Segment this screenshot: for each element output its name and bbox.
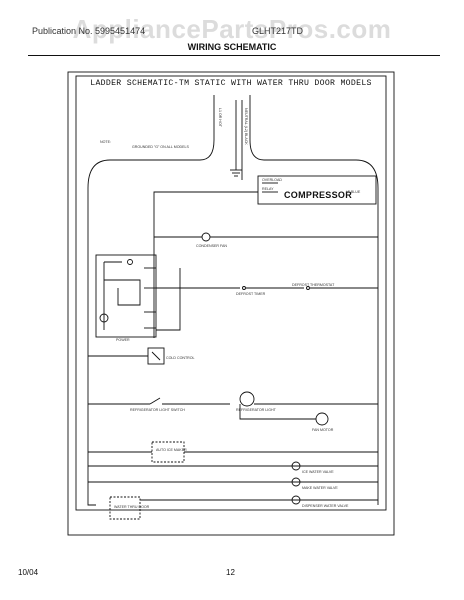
defrost-timer-label: DEFROST TIMER	[236, 292, 266, 296]
condenser-fan	[201, 232, 211, 242]
compressor-box	[257, 175, 377, 205]
supply-label-neutral: NEUTRAL (L2) BLACK	[244, 108, 248, 145]
water-thru-door-label: WATER THRU DOOR	[114, 505, 150, 509]
schematic-frame	[67, 71, 395, 536]
fan-motor	[315, 412, 329, 426]
defrost-thermostat-label: DEFROST THERMOSTAT	[292, 283, 335, 287]
note-text: GROUNDED "G" ON ALL MODELS	[132, 145, 189, 149]
timer-block	[95, 254, 157, 338]
relay-label: RELAY	[262, 187, 274, 191]
publication-number: Publication No. 5995451474	[32, 26, 146, 36]
supply-label-hot: L1 OR HOT	[218, 108, 222, 127]
ice-maker-label: AUTO ICE MAKER	[156, 448, 187, 452]
fan-motor-label: FAN MOTOR	[312, 428, 334, 432]
schematic-title-box	[75, 75, 387, 511]
power-label: POWER	[116, 338, 130, 342]
ice-maker-box	[151, 441, 185, 463]
ice-water-valve-label: ICE WATER VALVE	[302, 470, 334, 474]
footer-date: 10/04	[18, 568, 39, 577]
dispenser-water-valve-label: DISPENSER WATER VALVE	[302, 504, 349, 508]
compressor-tag: LT BLUE	[346, 190, 361, 194]
page-title: WIRING SCHEMATIC	[187, 42, 277, 52]
refrigerator-light	[239, 391, 255, 407]
water-thru-door-box	[109, 496, 141, 520]
make-water-valve-label: MAKE WATER VALVE	[302, 486, 338, 490]
refrigerator-light-label: REFRIGERATOR LIGHT	[236, 408, 276, 412]
left-rail	[87, 95, 215, 420]
title-rule	[28, 55, 440, 56]
schematic-title: LADDER SCHEMATIC-TM STATIC WITH WATER TH…	[90, 79, 372, 88]
model-number: GLHT217TD	[252, 26, 304, 36]
note-label: NOTE:	[100, 140, 111, 144]
footer-page-number: 12	[226, 568, 235, 577]
cold-control-label: COLD CONTROL	[166, 356, 195, 360]
light-switch-label: REFRIGERATOR LIGHT SWITCH	[130, 408, 185, 412]
timer-motor	[99, 313, 109, 323]
right-rail	[249, 95, 379, 505]
watermark: AppliancePartsPros.com	[72, 14, 392, 44]
compressor-label: COMPRESSOR	[284, 190, 353, 200]
condenser-fan-label: CONDENSER FAN	[196, 244, 227, 248]
overload-label: OVERLOAD	[262, 178, 282, 182]
